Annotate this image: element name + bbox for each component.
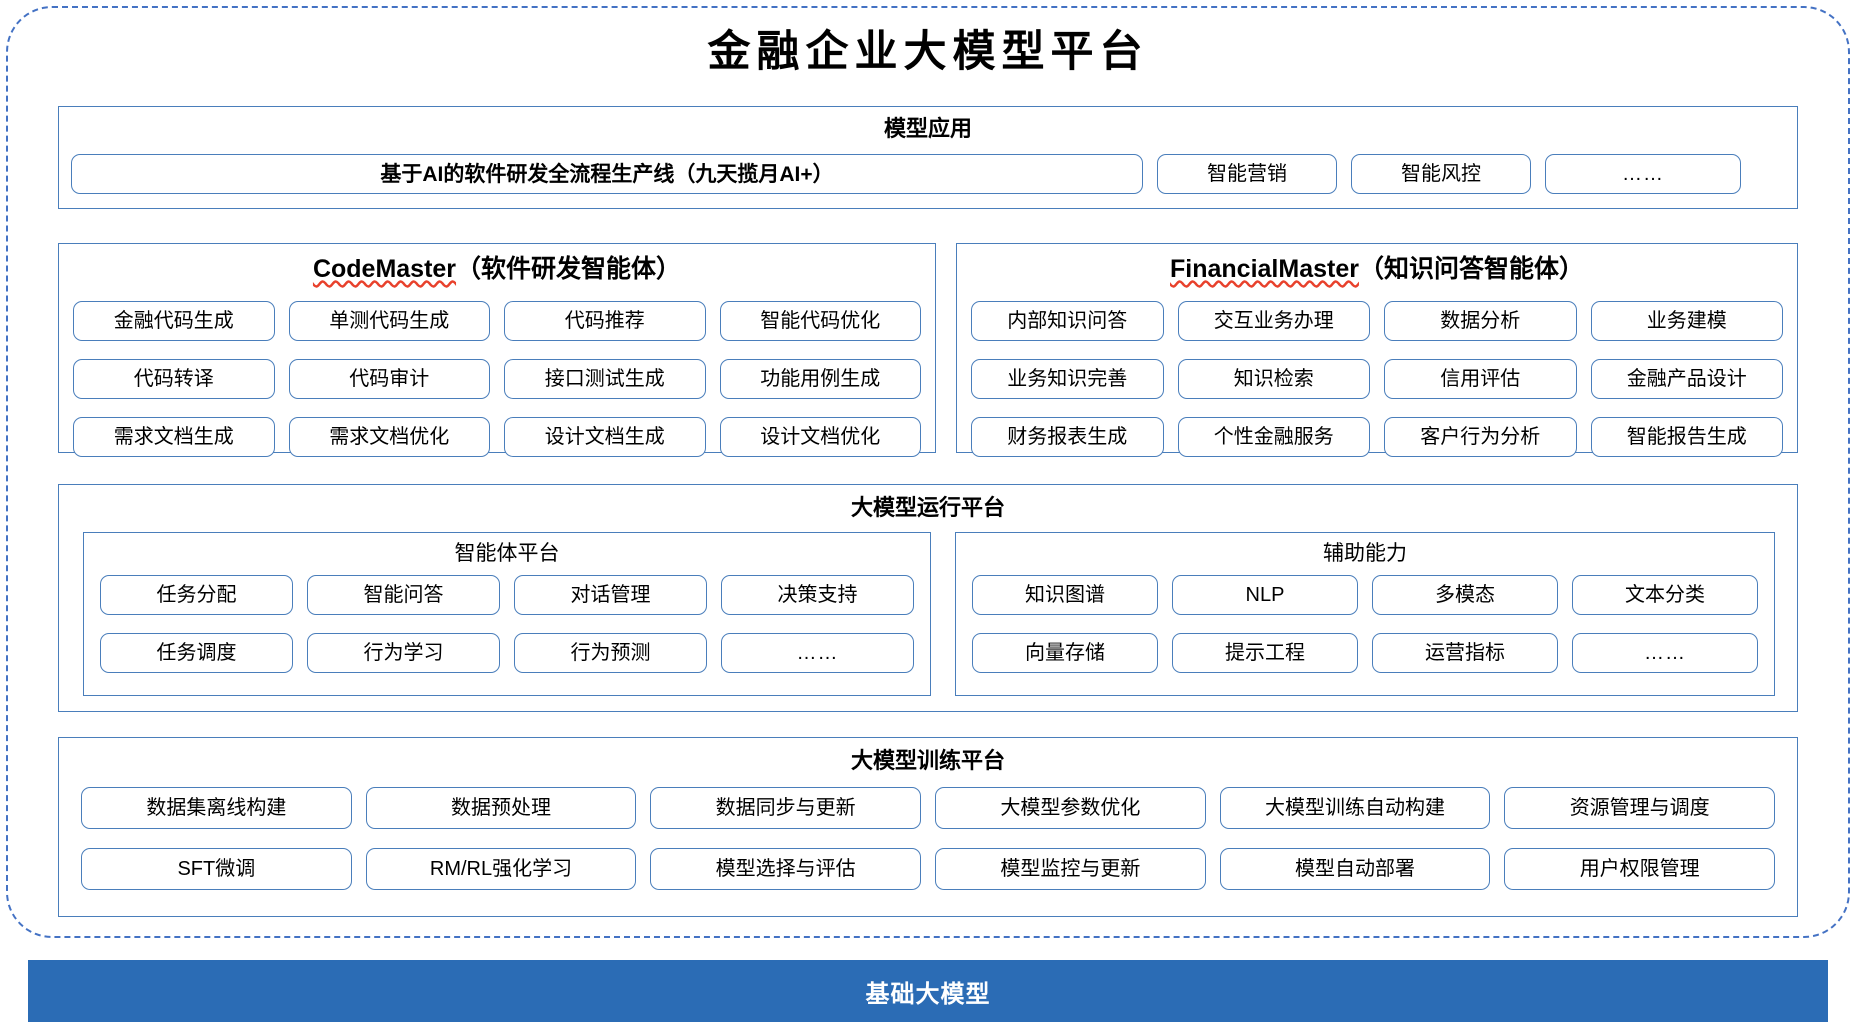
chip-codemaster-3-4[interactable]: 设计文档优化 [719,417,921,457]
chip-codemaster-2-3[interactable]: 接口测试生成 [504,359,706,399]
chip-agent-platform-1-1[interactable]: 任务分配 [100,575,293,615]
training-platform-row-2: SFT微调 RM/RL强化学习 模型选择与评估 模型监控与更新 模型自动部署 用… [81,848,1776,890]
chip-training-2-5[interactable]: 模型自动部署 [1219,848,1491,890]
panel-title-codemaster: CodeMaster（软件研发智能体） [59,257,935,282]
chip-training-1-4[interactable]: 大模型参数优化 [935,787,1206,829]
chip-training-1-1[interactable]: 数据集离线构建 [81,787,352,829]
chip-financialmaster-3-2[interactable]: 个性金融服务 [1177,417,1370,457]
chip-financialmaster-2-2[interactable]: 知识检索 [1177,359,1370,399]
chip-training-2-6[interactable]: 用户权限管理 [1504,848,1776,890]
chip-smart-risk-control[interactable]: 智能风控 [1351,154,1531,194]
auxiliary-capability-row-1: 知识图谱 NLP 多模态 文本分类 [972,575,1758,615]
panel-title-runtime-platform: 大模型运行平台 [850,495,1005,520]
chip-codemaster-3-3[interactable]: 设计文档生成 [504,417,706,457]
financialmaster-row-1: 内部知识问答 交互业务办理 数据分析 业务建模 [971,301,1783,341]
chip-agent-platform-1-4[interactable]: 决策支持 [721,575,914,615]
chip-training-1-5[interactable]: 大模型训练自动构建 [1219,787,1491,829]
chip-aux-1-4[interactable]: 文本分类 [1572,575,1758,615]
chip-codemaster-2-4[interactable]: 功能用例生成 [719,359,921,399]
chip-financialmaster-1-2[interactable]: 交互业务办理 [1177,301,1370,341]
chip-agent-platform-2-1[interactable]: 任务调度 [100,633,293,673]
chip-training-2-1[interactable]: SFT微调 [81,848,352,890]
panel-financialmaster: FinancialMaster（知识问答智能体） 内部知识问答 交互业务办理 数… [956,243,1798,457]
chip-agent-platform-2-2[interactable]: 行为学习 [307,633,500,673]
chip-agent-platform-1-2[interactable]: 智能问答 [307,575,500,615]
subpanel-title-auxiliary-capability: 辅助能力 [1323,542,1407,565]
chip-more-applications[interactable]: …… [1545,154,1741,194]
page-title: 金融企业大模型平台 [707,27,1149,77]
panel-title-financialmaster: FinancialMaster（知识问答智能体） [957,257,1797,282]
chip-training-2-4[interactable]: 模型监控与更新 [935,848,1206,890]
chip-codemaster-1-2[interactable]: 单测代码生成 [288,301,490,341]
model-application-chip-row: 基于AI的软件研发全流程生产线（九天揽月AI+） 智能营销 智能风控 …… [71,154,1785,194]
chip-agent-platform-1-3[interactable]: 对话管理 [514,575,707,615]
codemaster-name: CodeMaster [312,255,457,283]
chip-training-2-3[interactable]: 模型选择与评估 [650,848,922,890]
financialmaster-suffix: （知识问答智能体） [1358,255,1584,283]
foundation-model-label: 基础大模型 [865,980,991,1008]
subpanel-auxiliary-capability: 辅助能力 知识图谱 NLP 多模态 文本分类 向量存储 提示工程 运营指标 …… [955,532,1775,696]
outer-dashed-frame [6,6,1850,938]
chip-aux-2-3[interactable]: 运营指标 [1372,633,1558,673]
chip-financialmaster-1-3[interactable]: 数据分析 [1384,301,1577,341]
chip-training-1-6[interactable]: 资源管理与调度 [1504,787,1776,829]
chip-codemaster-3-2[interactable]: 需求文档优化 [288,417,490,457]
chip-agent-platform-2-4[interactable]: …… [721,633,914,673]
chip-financialmaster-1-4[interactable]: 业务建模 [1590,301,1783,341]
chip-aux-1-1[interactable]: 知识图谱 [972,575,1158,615]
chip-smart-marketing[interactable]: 智能营销 [1157,154,1337,194]
foundation-model-bar: 基础大模型 [28,960,1828,1022]
chip-ai-software-pipeline[interactable]: 基于AI的软件研发全流程生产线（九天揽月AI+） [71,154,1143,194]
chip-codemaster-2-1[interactable]: 代码转译 [73,359,275,399]
chip-aux-1-2[interactable]: NLP [1172,575,1358,615]
agent-platform-row-1: 任务分配 智能问答 对话管理 决策支持 [100,575,914,615]
chip-aux-2-4[interactable]: …… [1572,633,1758,673]
chip-codemaster-1-1[interactable]: 金融代码生成 [73,301,275,341]
chip-training-2-2[interactable]: RM/RL强化学习 [365,848,637,890]
auxiliary-capability-row-2: 向量存储 提示工程 运营指标 …… [972,633,1758,673]
codemaster-row-3: 需求文档生成 需求文档优化 设计文档生成 设计文档优化 [73,417,921,457]
panel-codemaster: CodeMaster（软件研发智能体） 金融代码生成 单测代码生成 代码推荐 智… [58,243,936,457]
chip-training-1-3[interactable]: 数据同步与更新 [650,787,922,829]
codemaster-suffix: （软件研发智能体） [456,255,682,283]
chip-codemaster-1-4[interactable]: 智能代码优化 [719,301,921,341]
chip-aux-2-2[interactable]: 提示工程 [1172,633,1358,673]
chip-aux-1-3[interactable]: 多模态 [1372,575,1558,615]
chip-financialmaster-2-1[interactable]: 业务知识完善 [971,359,1164,399]
chip-financialmaster-3-4[interactable]: 智能报告生成 [1590,417,1783,457]
panel-model-application: 模型应用 基于AI的软件研发全流程生产线（九天揽月AI+） 智能营销 智能风控 … [58,106,1798,209]
chip-codemaster-1-3[interactable]: 代码推荐 [504,301,706,341]
chip-codemaster-3-1[interactable]: 需求文档生成 [73,417,275,457]
chip-financialmaster-3-3[interactable]: 客户行为分析 [1384,417,1577,457]
chip-financialmaster-2-4[interactable]: 金融产品设计 [1590,359,1783,399]
financialmaster-name: FinancialMaster [1170,255,1359,283]
agent-platform-row-2: 任务调度 行为学习 行为预测 …… [100,633,914,673]
chip-financialmaster-3-1[interactable]: 财务报表生成 [971,417,1164,457]
financialmaster-row-3: 财务报表生成 个性金融服务 客户行为分析 智能报告生成 [971,417,1783,457]
training-platform-row-1: 数据集离线构建 数据预处理 数据同步与更新 大模型参数优化 大模型训练自动构建 … [81,787,1776,829]
chip-training-1-2[interactable]: 数据预处理 [365,787,637,829]
subpanel-title-agent-platform: 智能体平台 [454,542,560,565]
financialmaster-row-2: 业务知识完善 知识检索 信用评估 金融产品设计 [971,359,1783,399]
panel-runtime-platform: 大模型运行平台 智能体平台 任务分配 智能问答 对话管理 决策支持 任务调度 行… [58,484,1798,712]
chip-financialmaster-1-1[interactable]: 内部知识问答 [971,301,1164,341]
codemaster-row-2: 代码转译 代码审计 接口测试生成 功能用例生成 [73,359,921,399]
panel-training-platform: 大模型训练平台 数据集离线构建 数据预处理 数据同步与更新 大模型参数优化 大模… [58,737,1798,917]
chip-aux-2-1[interactable]: 向量存储 [972,633,1158,673]
chip-financialmaster-2-3[interactable]: 信用评估 [1384,359,1577,399]
subpanel-agent-platform: 智能体平台 任务分配 智能问答 对话管理 决策支持 任务调度 行为学习 行为预测… [83,532,931,696]
panel-title-model-application: 模型应用 [883,116,972,141]
codemaster-row-1: 金融代码生成 单测代码生成 代码推荐 智能代码优化 [73,301,921,341]
chip-agent-platform-2-3[interactable]: 行为预测 [514,633,707,673]
panel-title-training-platform: 大模型训练平台 [850,748,1005,773]
chip-codemaster-2-2[interactable]: 代码审计 [288,359,490,399]
